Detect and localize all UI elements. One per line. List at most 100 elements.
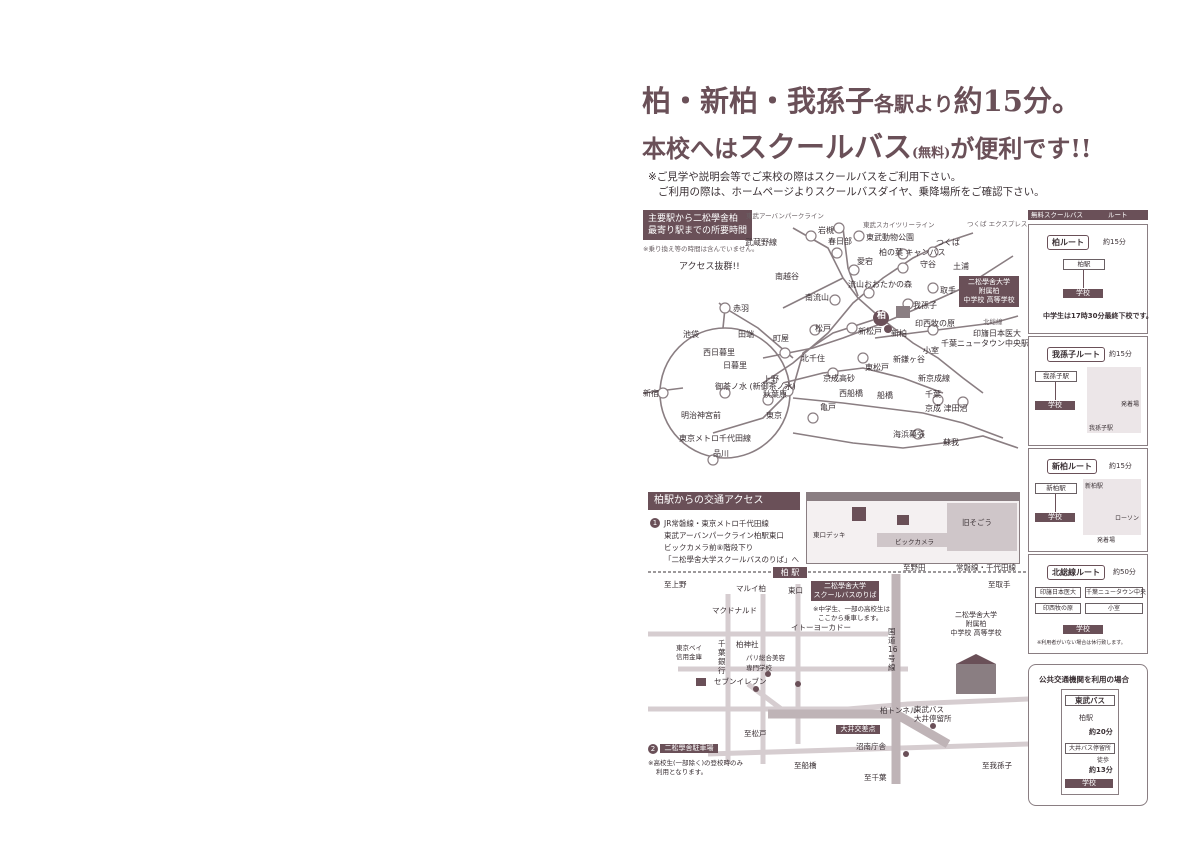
- public-time-1: 約20分: [1089, 728, 1113, 736]
- station-nishi-nippori: 西日暮里: [703, 348, 735, 357]
- station-tsukuba: つくば: [936, 238, 960, 247]
- station-iwatsuki: 岩槻: [818, 226, 834, 235]
- panel-kashiwa-route: 柏ルート 約15分 柏駅 学校 中学生は17時30分最終下校です。: [1028, 224, 1153, 334]
- map-chiba-bank: 千葉 銀行: [718, 639, 726, 675]
- bus-header-route: ルート: [1108, 211, 1128, 219]
- public-stop: 大井バス停留所: [1065, 743, 1115, 754]
- map-to-noda: 至野田: [903, 563, 926, 572]
- station-akabane: 赤羽: [733, 304, 749, 313]
- public-from: 柏駅: [1079, 714, 1093, 722]
- public-to: 学校: [1065, 779, 1113, 788]
- map-oi-kosaten: 大井交差点: [836, 725, 880, 734]
- station-keisei-narita: 新京成線: [918, 374, 950, 383]
- headline-free: (無料): [912, 146, 951, 161]
- parking-number: 2: [648, 744, 658, 754]
- parking-note-2: 利用となります。: [656, 768, 708, 776]
- rail-map-title-2: 最寄り駅までの所要時間: [648, 226, 748, 236]
- hokuso-to: 学校: [1063, 625, 1103, 634]
- station-tsuchiura: 土浦: [953, 262, 969, 271]
- station-chiba-nt: 千葉ニュータウン中央駅: [941, 339, 1029, 348]
- map-bus-note-2: ここから乗車します。: [818, 614, 883, 622]
- inset-sogo: 旧そごう: [962, 518, 992, 527]
- kashiwa-to: 学校: [1063, 289, 1103, 298]
- map-ito-yokado: イトーヨーカドー: [791, 623, 851, 632]
- headline-convenient: が便利です!!: [950, 134, 1092, 163]
- station-kaihin-makuhari: 海浜幕張: [893, 430, 925, 439]
- abiko-map-stop: 発着場: [1121, 401, 1140, 408]
- kashiwa-note-a: 中学生は: [1043, 312, 1071, 320]
- kashiwa-note: 中学生は17時30分最終下校です。: [1043, 311, 1153, 321]
- station-shin-kamagaya: 新鎌ヶ谷: [893, 355, 925, 364]
- rail-map-school: 二松學舍大学 附属柏 中学校 高等学校: [959, 276, 1019, 307]
- note-line-2: ご利用の際は、ホームページよりスクールバスダイヤ、乗降場所をご確認下さい。: [658, 186, 1045, 198]
- map-tunnel: 柏トンネル: [880, 706, 918, 715]
- kashiwa-route-name: 柏ルート: [1047, 235, 1089, 250]
- shinkashiwa-map-stop: 発着場: [1097, 537, 1116, 544]
- map-to-funabashi: 至船橋: [794, 761, 817, 770]
- map-tokyo-bay: 東京ベイ 信用金庫: [676, 644, 702, 661]
- map-bus-note-1: ※中学生、一部の高校生は: [813, 605, 890, 613]
- panel-shinkashiwa-route: 新柏ルート 約15分 新柏駅 学校 新柏駅 ローソン 発着場: [1028, 448, 1148, 552]
- street-map: [648, 571, 1028, 784]
- hokuso-stop-4: 小室: [1085, 603, 1143, 614]
- bus-routes: 無料スクールバス ルート 柏ルート 約15分 柏駅 学校 中学生は17時30分最…: [1028, 210, 1153, 810]
- shinkashiwa-lawson: ローソン: [1115, 515, 1140, 522]
- abiko-route-name: 我孫子ルート: [1047, 347, 1105, 362]
- map-school-3: 中学校 高等学校: [950, 629, 1002, 637]
- bus-header-text: 無料スクールバス: [1031, 211, 1083, 219]
- map-route16: 国道16号線: [888, 627, 898, 672]
- abiko-from: 我孫子駅: [1035, 371, 1077, 382]
- station-komuro: 小室: [923, 346, 939, 355]
- headline-from: 各駅より: [874, 92, 954, 116]
- bus-header: 無料スクールバス ルート: [1028, 210, 1148, 220]
- line-label-tx: つくば エクスプレス: [967, 220, 1028, 228]
- station-soga: 蘇我: [943, 438, 959, 447]
- station-kasukabe: 春日部: [828, 237, 852, 246]
- station-shin-kashiwa: 新柏: [891, 329, 907, 338]
- station-ochanomizu: 御茶ノ水 (新御茶ノ水): [715, 382, 796, 391]
- line-label-hokuso: 北総線: [983, 318, 1003, 326]
- rail-map: 主要駅から二松學舍柏 最寄り駅までの所要時間 ※乗り換え等の時間は含んでいません…: [643, 208, 1029, 476]
- abiko-to: 学校: [1035, 401, 1075, 410]
- station-tabata: 田端: [738, 330, 754, 339]
- station-minami-nagareyama: 南流山: [805, 293, 829, 302]
- station-shin-matsudo: 新松戸: [858, 327, 882, 336]
- map-marui: マルイ柏: [736, 584, 766, 593]
- inset-deck: 東口デッキ: [813, 531, 846, 539]
- map-school: 二松學舍大学 附属柏 中学校 高等学校: [943, 609, 1009, 640]
- note-line-1: ※ご見学や説明会等でご来校の際はスクールバスをご利用下さい。: [648, 171, 962, 183]
- map-beauty-school: パリ総合美容 専門学校: [746, 654, 785, 672]
- map-to-chiba: 至千葉: [864, 773, 887, 782]
- line-label-skytree: 東武スカイツリーライン: [863, 221, 935, 229]
- inset-bic: ビックカメラ: [895, 538, 934, 546]
- hokuso-stop-3: 印西牧の原: [1035, 603, 1081, 614]
- panel-abiko-route: 我孫子ルート 約15分 我孫子駅 学校 我孫子駅 発着場: [1028, 336, 1148, 446]
- station-inset: 旧そごう ビックカメラ 東口デッキ: [806, 492, 1020, 564]
- rail-map-title: 主要駅から二松學舍柏 最寄り駅までの所要時間: [643, 210, 753, 240]
- map-numa-minami: 沼南庁舎: [856, 742, 886, 751]
- map-to-toride: 至取手: [988, 580, 1011, 589]
- parking-note-1: ※高校生(一部除く)の登校時のみ: [648, 759, 744, 767]
- map-to-abiko: 至我孫子: [982, 761, 1012, 770]
- item-1-number: 1: [650, 518, 660, 528]
- station-chiyoda-line: 東京メトロ千代田線: [679, 434, 751, 443]
- station-meiji: 明治神宮前: [681, 411, 721, 420]
- headline-school: 本校へは: [642, 134, 738, 163]
- shinkashiwa-from: 新柏駅: [1035, 483, 1077, 494]
- map-school-2: 附属柏: [965, 620, 987, 628]
- rail-map-title-1: 主要駅から二松學舍柏: [648, 214, 739, 224]
- panel-hokuso-route: 北総線ルート 約50分 印旛日本医大 千葉ニュータウン中央 印西牧の原 小室 学…: [1028, 554, 1148, 654]
- station-nippori: 日暮里: [723, 361, 747, 370]
- station-chiba: 千葉: [925, 390, 941, 399]
- station-toride: 取手: [940, 286, 956, 295]
- station-ueno: 上野: [763, 375, 779, 384]
- station-ikebukuro: 池袋: [683, 330, 699, 339]
- station-shinagawa: 品川: [713, 449, 729, 458]
- access-section: 柏駅からの交通アクセス 1 JR常磐線・東京メトロ千代田線 東武アーバンパークラ…: [648, 492, 1028, 792]
- map-joban: 常磐線・千代田線: [956, 563, 1016, 572]
- station-higashi-matsudo: 東松戸: [865, 363, 889, 372]
- hokuso-note: ※利用者がいない場合は休行致します。: [1037, 640, 1126, 646]
- map-to-matsudo: 至松戸: [744, 729, 767, 738]
- rail-map-access: アクセス抜群!!: [679, 262, 740, 272]
- bus-stop-1: 二松學舍大学: [824, 582, 866, 590]
